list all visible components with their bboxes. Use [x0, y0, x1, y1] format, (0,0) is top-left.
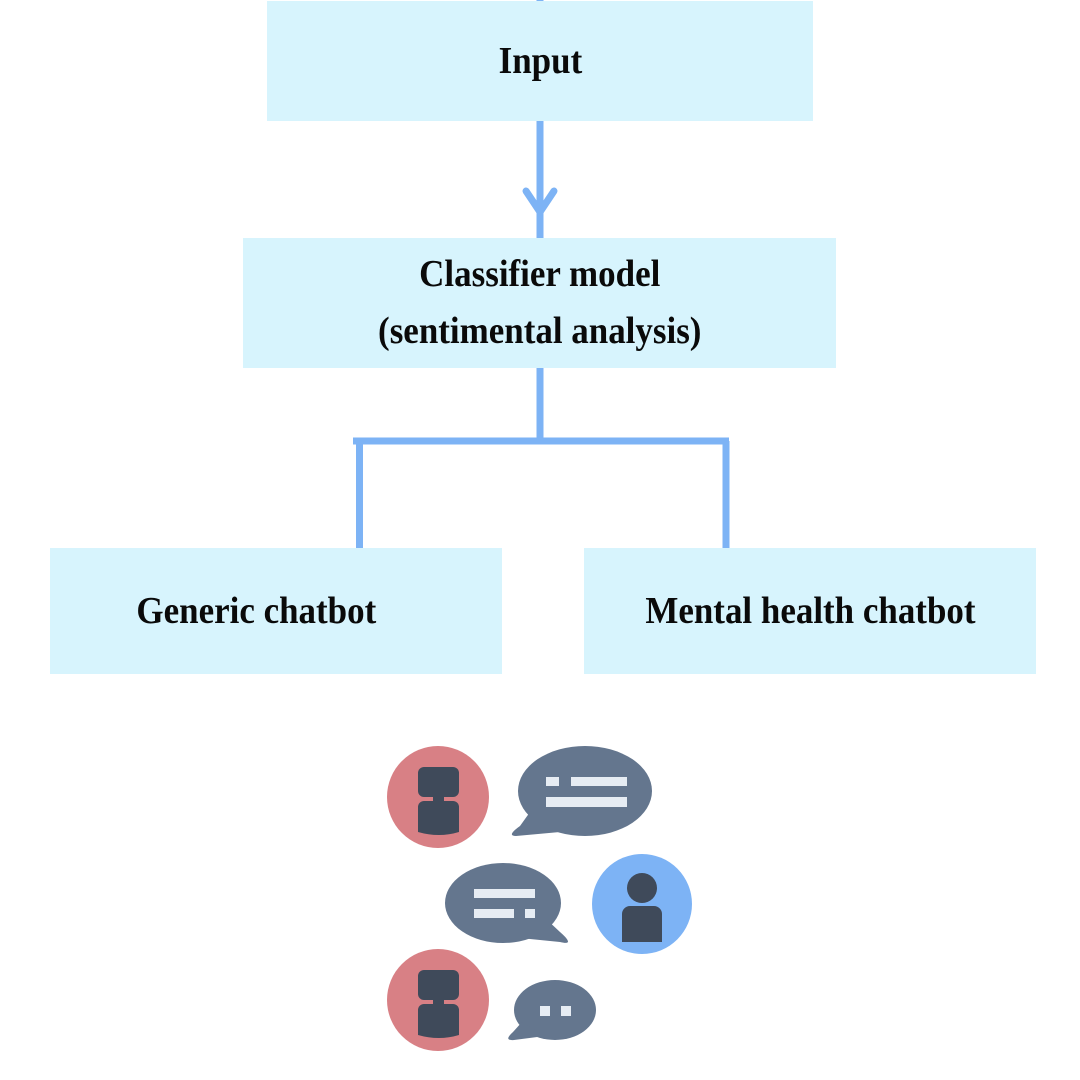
robot-icon	[387, 746, 489, 848]
robot-icon	[387, 949, 489, 1051]
speech-bubble-text-icon	[445, 863, 568, 943]
node-input-label: Input	[498, 39, 582, 82]
node-generic-label: Generic chatbot	[136, 589, 376, 632]
node-input: Input	[267, 1, 813, 121]
node-classifier-label: Classifier model (sentimental analysis)	[377, 253, 702, 352]
arrow-head	[522, 187, 558, 216]
node-generic-chatbot: Generic chatbot	[50, 548, 502, 674]
speech-bubble-text-icon	[511, 746, 652, 836]
node-classifier-model: Classifier model (sentimental analysis)	[243, 238, 836, 368]
node-mental-label: Mental health chatbot	[644, 589, 976, 632]
speech-bubble-typing-icon	[508, 980, 596, 1041]
user-icon	[592, 854, 692, 954]
node-mental-health-chatbot: Mental health chatbot	[584, 548, 1036, 674]
